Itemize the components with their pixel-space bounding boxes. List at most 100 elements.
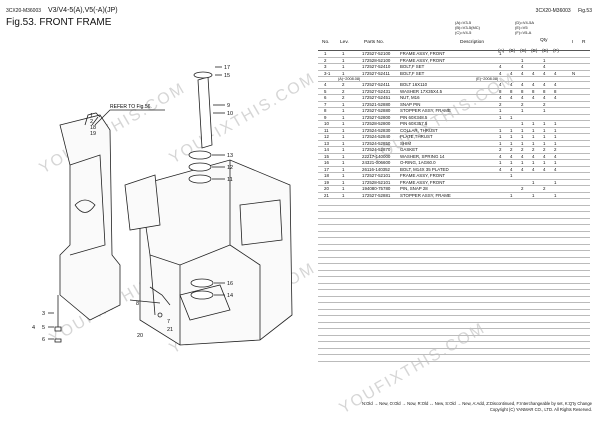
row-lev: 1 xyxy=(342,64,345,69)
row-qty: 1 xyxy=(543,108,546,113)
code: (C)=V4-5 xyxy=(455,30,472,35)
row-qty: 4 xyxy=(532,166,535,172)
row-qty: 1 xyxy=(521,160,524,165)
callout: 1 xyxy=(90,113,93,119)
row-description: STOPPER ASSY, FRAME xyxy=(400,108,451,113)
row-lev: 1 xyxy=(342,114,345,120)
row-qty: 4 xyxy=(521,64,524,69)
table-row-empty xyxy=(318,232,590,238)
table-row-empty xyxy=(318,264,590,271)
row-parts-no: 172528-52101 xyxy=(362,179,391,185)
row-no: 2 xyxy=(324,57,327,63)
variant-codes-1: (A)=V3-5 (B)=V3-5(MC) (C)=V4-5 xyxy=(455,20,480,35)
row-qty: 1 xyxy=(543,127,546,133)
row-lev: 2 xyxy=(342,95,345,100)
row-qty: 4 xyxy=(499,166,502,172)
table-row-empty xyxy=(318,284,590,290)
row-qty: 4 xyxy=(499,82,502,87)
col-r: R xyxy=(582,40,586,45)
row-qty: 1 xyxy=(543,140,546,146)
row-parts-no: 172527-52431 xyxy=(362,88,391,94)
row-description: SHIM xyxy=(400,140,411,146)
row-qty: 1 xyxy=(499,51,502,56)
callout: 17 xyxy=(224,65,230,71)
callout: 5 xyxy=(42,325,45,331)
table-row-empty xyxy=(318,245,590,251)
callout: 6 xyxy=(42,337,45,343)
col-i: I xyxy=(572,40,574,45)
row-qty: 4 xyxy=(554,166,557,172)
table-row-empty xyxy=(318,355,590,362)
row-qty: 4 xyxy=(499,70,502,76)
row-qty: 2 xyxy=(532,147,535,152)
row-qty: 1 xyxy=(499,140,502,146)
row-description: COLLAR, THRUST xyxy=(400,127,438,133)
row-qty: 1 xyxy=(510,160,513,165)
change-legend: N:Old → New, O:Old → Now, R:Old ↔ New, S… xyxy=(361,401,592,406)
row-qty: 4 xyxy=(510,166,513,172)
refer-note: REFER TO Fig.56. xyxy=(110,104,152,110)
exploded-parts-drawing: REFER TO Fig.56. 17 15 9 10 13 12 11 16 … xyxy=(32,65,293,346)
figure-title: Fig.53. FRONT FRAME xyxy=(6,17,112,28)
row-qty: 1 xyxy=(554,127,557,133)
row-qty: 4 xyxy=(499,64,502,69)
row-qty: 4 xyxy=(543,153,546,159)
row-qty: 4 xyxy=(532,82,535,87)
row-no: 12 xyxy=(324,134,329,139)
row-qty: 4 xyxy=(521,153,524,159)
row-qty: 1 xyxy=(499,134,502,139)
table-row-empty xyxy=(318,303,590,310)
row-description: PIN 60X357.5 xyxy=(400,121,428,126)
table-row-empty xyxy=(318,238,590,245)
row-parts-no: 172524-52870 xyxy=(362,147,391,152)
row-qty: 8 xyxy=(499,88,502,94)
row-qty: 8 xyxy=(532,88,535,94)
row-qty: 1 xyxy=(499,114,502,120)
row-qty: 1 xyxy=(521,57,524,63)
row-qty: 4 xyxy=(543,166,546,172)
row-lev: 1 xyxy=(342,147,345,152)
row-qty: 4 xyxy=(543,64,546,69)
row-no: 9 xyxy=(324,114,327,120)
row-no: 19 xyxy=(324,179,329,185)
callout: 18 xyxy=(90,125,96,131)
row-qty: 1 xyxy=(510,114,513,120)
model-variants: V3/V4-5(A),V5(-A)(JP) xyxy=(48,7,118,14)
row-lev: 1 xyxy=(342,127,345,133)
copyright: Copyright (C) YANMAR CO., LTD. All Right… xyxy=(489,407,592,412)
row-qty: 1 xyxy=(499,160,502,165)
table-row-empty xyxy=(318,225,590,232)
row-qty: 1 xyxy=(532,192,535,198)
callout: 4 xyxy=(32,325,35,331)
row-qty: 1 xyxy=(532,134,535,139)
row-no: 5 xyxy=(324,88,327,94)
row-qty: 4 xyxy=(510,82,513,87)
row-qty: 4 xyxy=(521,70,524,76)
row-qty: 4 xyxy=(554,95,557,100)
row-parts-no: 172528-52100 xyxy=(362,57,391,63)
row-qty: 1 xyxy=(510,140,513,146)
row-qty: 1 xyxy=(521,108,524,113)
row-description: NUT, M16 xyxy=(400,95,420,100)
table-row-empty xyxy=(318,323,590,329)
row-no: 10 xyxy=(324,121,329,126)
row-lev: 2 xyxy=(342,88,345,94)
row-description: FRAME ASSY, FRONT xyxy=(400,57,446,63)
callout: 7 xyxy=(167,319,170,325)
header-right: 3CX20-M36003 Fig.53 xyxy=(530,8,592,14)
row-parts-no: 194080-75780 xyxy=(362,186,391,191)
row-qty: 4 xyxy=(521,95,524,100)
callout: 8 xyxy=(136,301,139,307)
col-description: Description xyxy=(460,40,484,45)
row-description: WASHER 17X35X4.5 xyxy=(400,88,443,94)
row-description: BOLT,F SET xyxy=(400,64,425,69)
table-header: No. Lev. Parts No. Description Qty I R xyxy=(318,38,590,50)
table-row-empty xyxy=(318,297,590,303)
row-parts-no: 172527-52100 xyxy=(362,51,391,56)
